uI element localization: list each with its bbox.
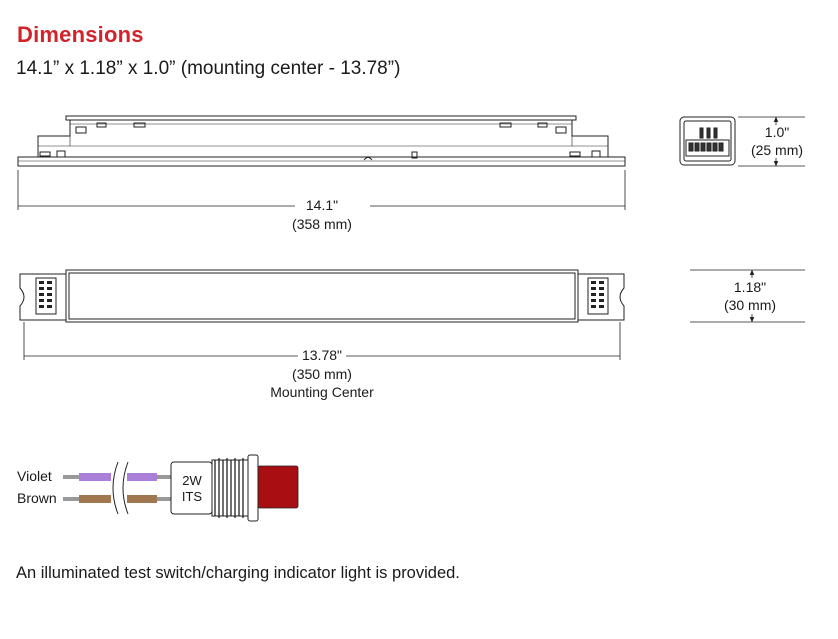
mount-label: Mounting Center <box>270 384 374 400</box>
switch-rating: 2W <box>182 473 202 488</box>
test-switch-illustration <box>63 454 299 522</box>
width-inches: 1.18" <box>734 279 766 295</box>
dimensions-summary: 14.1” x 1.18” x 1.0” (mounting center - … <box>16 58 401 79</box>
switch-body <box>170 461 213 515</box>
mount-mm: (350 mm) <box>292 366 352 382</box>
indicator-lens <box>257 465 299 509</box>
page-title: Dimensions <box>17 22 144 47</box>
length-inches: 14.1" <box>306 197 338 213</box>
mounting-dimension <box>23 322 621 360</box>
end-view <box>679 116 736 166</box>
footnote: An illuminated test switch/charging indi… <box>16 564 460 582</box>
length-dimension <box>17 170 626 210</box>
mount-inches: 13.78" <box>302 347 342 363</box>
side-view <box>17 115 626 167</box>
length-mm: (358 mm) <box>292 216 352 232</box>
width-dimension <box>690 269 805 323</box>
height-inches: 1.0" <box>765 124 789 140</box>
top-view <box>19 269 625 323</box>
switch-type: ITS <box>182 489 203 504</box>
wire-label-violet: Violet <box>17 468 52 484</box>
wire-label-brown: Brown <box>17 490 57 506</box>
brown-wire <box>79 495 111 503</box>
width-mm: (30 mm) <box>724 297 776 313</box>
height-dimension <box>738 116 805 167</box>
height-mm: (25 mm) <box>751 142 803 158</box>
violet-wire <box>79 473 111 481</box>
